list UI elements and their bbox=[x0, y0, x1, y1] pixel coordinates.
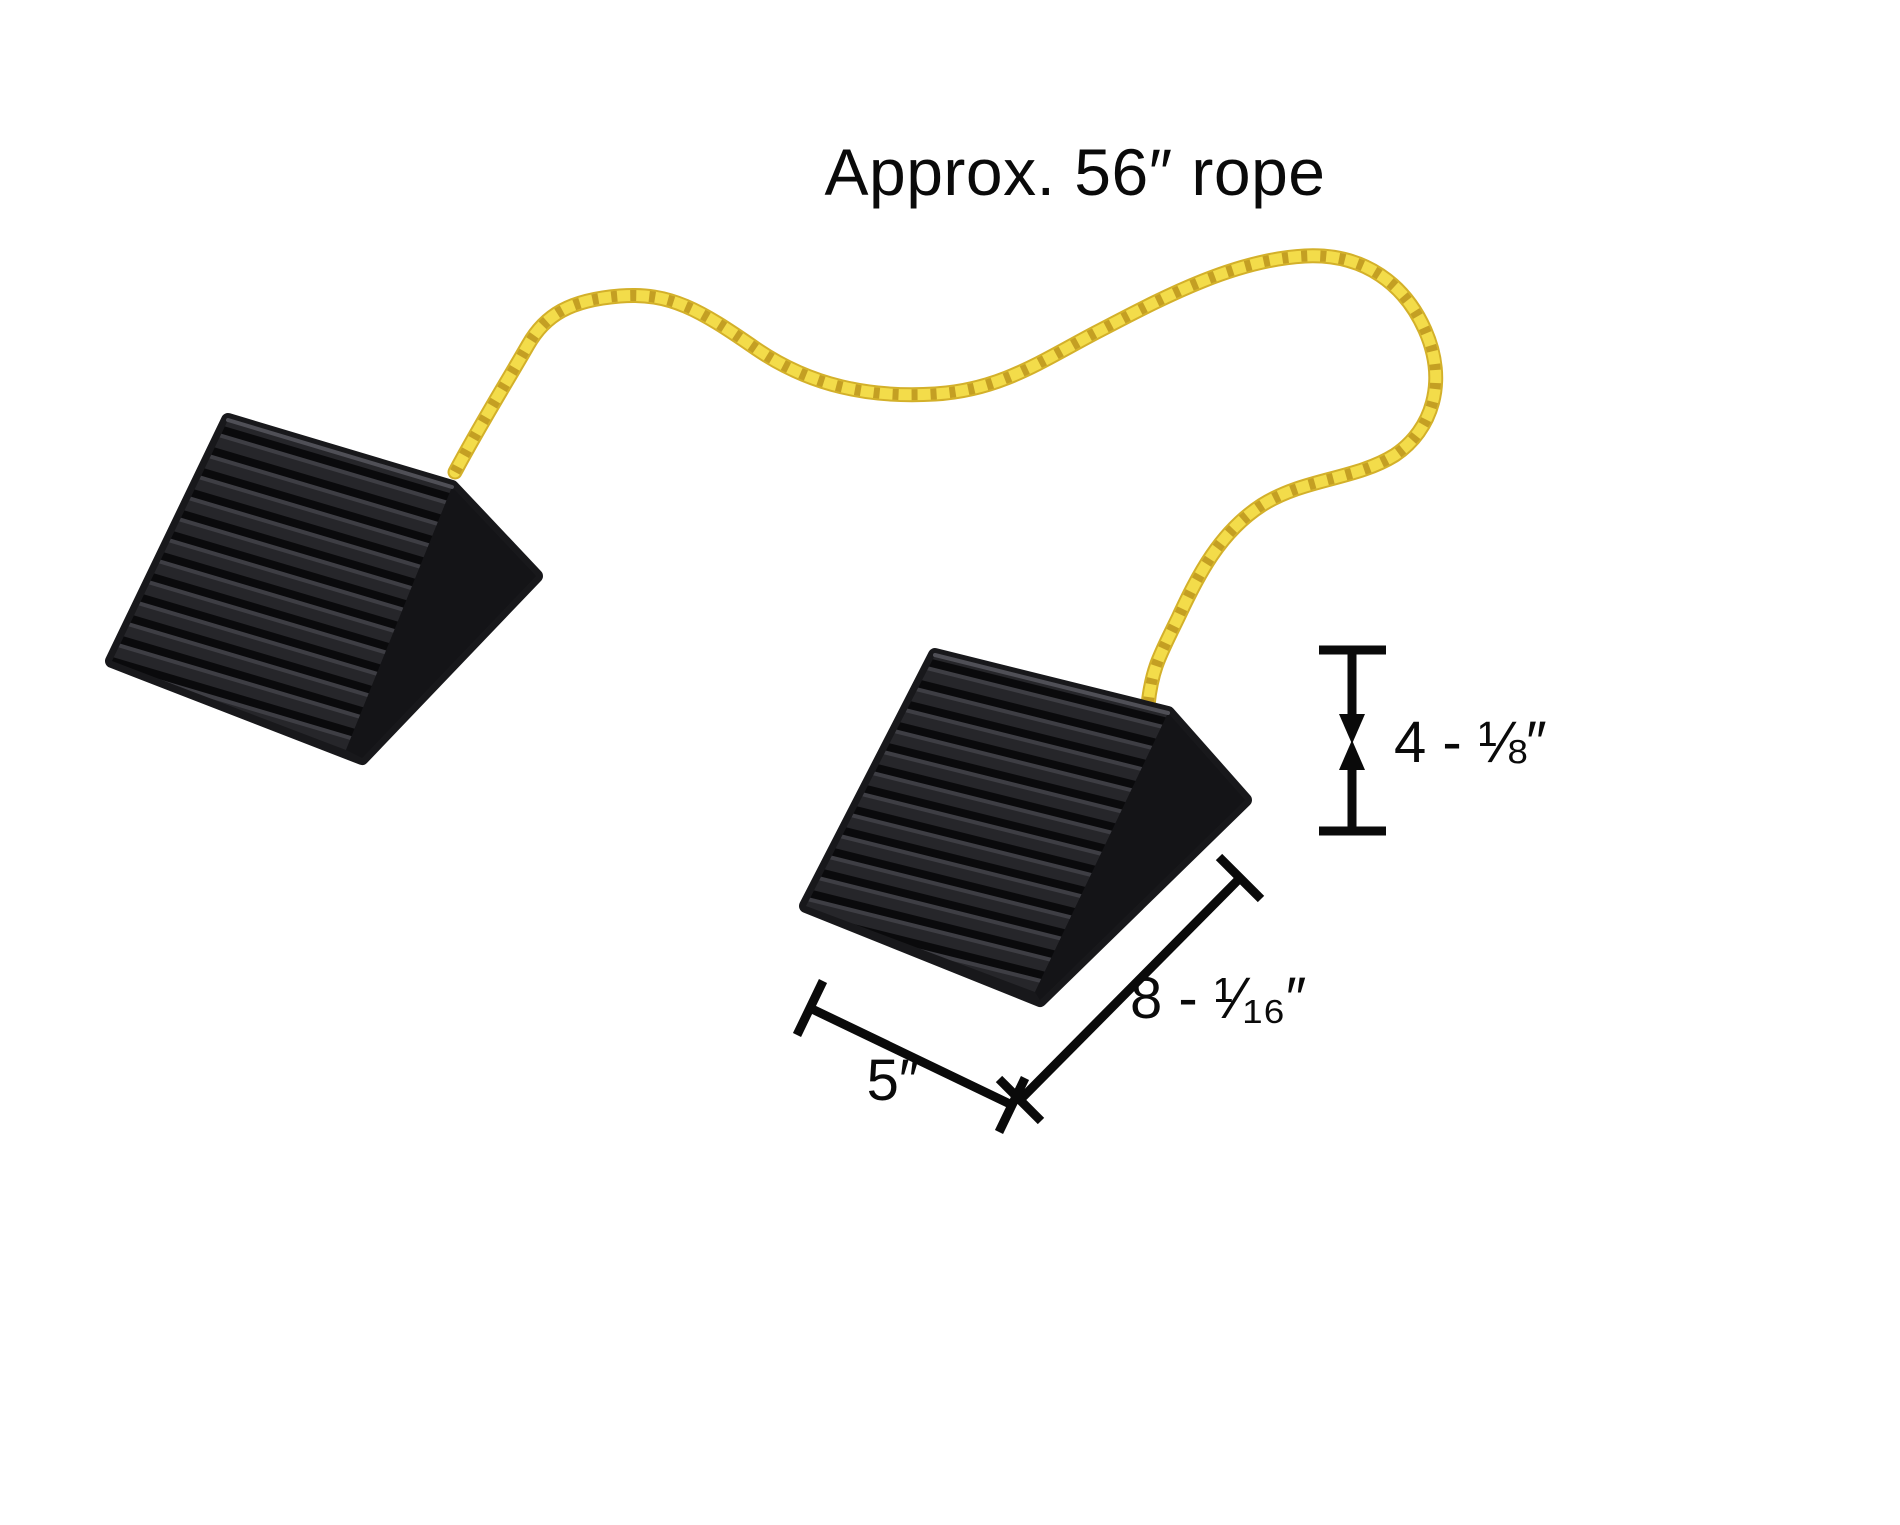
left-chock-top-edge-highlight bbox=[226, 418, 454, 489]
rope-body bbox=[449, 250, 1442, 711]
length-dim-line bbox=[1016, 874, 1244, 1104]
height-dim-arrow-down-icon bbox=[1339, 714, 1365, 744]
right-chock-side-face bbox=[1035, 713, 1245, 1000]
length-dim-end-bar-top bbox=[1215, 853, 1265, 903]
left-chock-ridged-face bbox=[112, 420, 452, 750]
length-dim-end-bar-bottom bbox=[995, 1075, 1045, 1125]
rope-twist-texture bbox=[450, 250, 1442, 706]
height-dimension bbox=[1319, 645, 1386, 836]
rope-outline bbox=[447, 248, 1444, 713]
right-chock-ridged-face bbox=[806, 655, 1168, 992]
width-dim-line bbox=[808, 1003, 1014, 1110]
connecting-rope-icon bbox=[447, 248, 1444, 713]
width-dim-end-bar-right bbox=[994, 1076, 1030, 1134]
height-dim-arrow-up-icon bbox=[1339, 740, 1365, 770]
height-dimension-label: 4 - ⅛″ bbox=[1394, 710, 1547, 775]
left-wheel-chock bbox=[105, 413, 543, 765]
length-dimension bbox=[995, 853, 1265, 1125]
width-dimension-label: 5″ bbox=[867, 1048, 920, 1113]
width-dim-end-bar-left bbox=[792, 979, 828, 1037]
right-chock-top-edge-highlight bbox=[933, 653, 1170, 715]
length-dimension-label: 8 - ¹⁄₁₆″ bbox=[1130, 966, 1306, 1031]
left-chock-side-face bbox=[346, 487, 536, 758]
width-dimension bbox=[792, 979, 1030, 1134]
rope-length-label: Approx. 56″ rope bbox=[824, 135, 1325, 209]
right-wheel-chock bbox=[799, 648, 1252, 1007]
